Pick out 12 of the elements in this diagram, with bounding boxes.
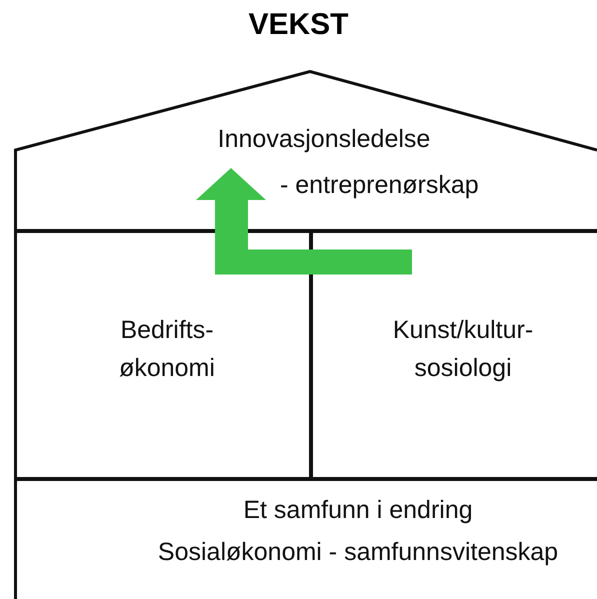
section-label: Kunst/kultur- sosiologi <box>392 315 534 384</box>
wall-section <box>14 230 312 480</box>
section-label: Bedrifts- økonomi <box>118 315 216 384</box>
block-arrow <box>196 168 412 274</box>
roof-section <box>14 70 597 232</box>
wall-section <box>310 230 597 480</box>
section-label: Sosialøkonomi - samfunnsvitenskap <box>156 537 560 568</box>
title: VEKST <box>248 8 349 42</box>
section-label: - entreprenørskap <box>280 170 480 201</box>
section-label: Innovasjonsledelse <box>216 124 432 155</box>
foundation-section <box>14 478 597 599</box>
section-label: Et samfunn i endring <box>242 495 474 526</box>
